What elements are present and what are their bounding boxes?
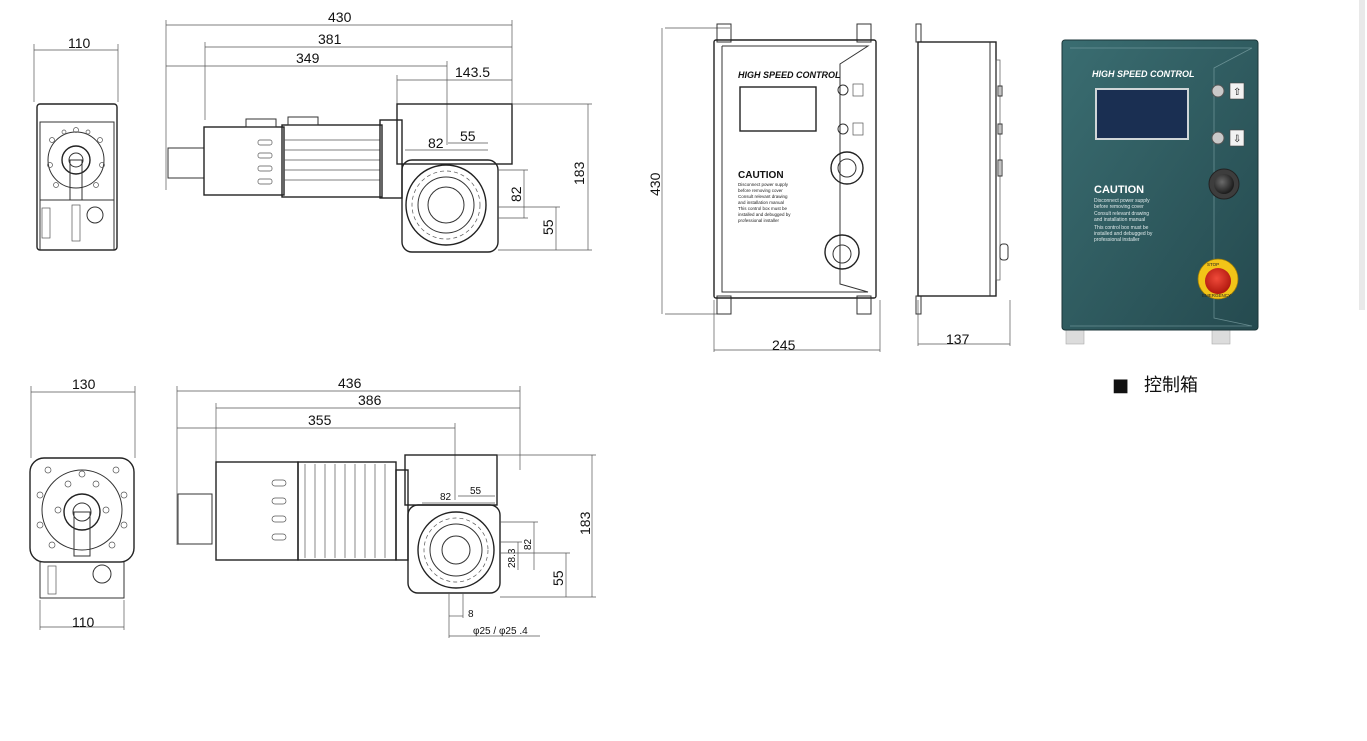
motor2-v82-label: 82	[523, 538, 534, 550]
emergency-label: EMERGENCY	[1202, 293, 1231, 298]
box-drawing-caution-line6: installed and debugged by	[738, 212, 791, 217]
motor1-side-view: 430 381 349 143.5 82	[165, 9, 592, 253]
motor2-front-width-label: 130	[72, 376, 96, 392]
box-photo-caution-line2: before removing cover	[1094, 204, 1144, 210]
box-drawing-caution: CAUTION	[738, 170, 784, 181]
motor2-total-length-label: 436	[338, 375, 362, 391]
motor2-flange-82-label: 82	[440, 492, 452, 503]
box-drawing-title: HIGH SPEED CONTROL	[738, 70, 841, 80]
motor2-side-view: 436 386 355 82 55	[176, 375, 596, 638]
motor1-v55-label: 55	[540, 219, 556, 235]
box-drawing-caution-line5: This control box must be	[738, 206, 788, 211]
box-drawing-caution-line4: and installation manual	[738, 200, 784, 205]
motor1-flange-55-label: 55	[460, 128, 476, 144]
motor1-length-3-label: 349	[296, 50, 320, 66]
motor2-v55-label: 55	[550, 570, 566, 586]
box-drawing-caution-line3: Consult relevant drawing	[738, 194, 788, 199]
box-height-label: 430	[647, 172, 663, 196]
box-drawing-caution-line2: before removing cover	[738, 188, 783, 193]
motor2-shaft-label: φ25 / φ25 .4	[473, 626, 528, 637]
box-drawing-caution-line7: professional installer	[738, 218, 780, 223]
down-arrow-icon: ⇩	[1233, 134, 1241, 145]
motor2-v28-label: 28.3	[507, 548, 518, 568]
box-photo-caution-line7: professional installer	[1094, 237, 1140, 243]
motor2-base-width-label: 110	[72, 614, 95, 630]
up-arrow-icon: ⇧	[1233, 87, 1241, 98]
motor1-front-width-label: 110	[68, 35, 91, 51]
motor2-length-3-label: 355	[308, 412, 332, 428]
box-photo-caution-line4: and installation manual	[1094, 217, 1145, 223]
control-box-front-drawing: 430 HIGH SPEED CONTROL CAUTION Disconnec…	[647, 23, 881, 353]
motor1-v82-label: 82	[508, 186, 524, 202]
box-photo-caution-line1: Disconnect power supply	[1094, 198, 1150, 204]
box-photo-title: HIGH SPEED CONTROL	[1092, 69, 1195, 79]
box-photo-caution-line5: This control box must be	[1094, 225, 1149, 231]
motor1-flange-82-label: 82	[428, 135, 444, 151]
motor2-height-label: 183	[577, 511, 593, 535]
box-width-label: 245	[772, 337, 796, 353]
control-box-side-drawing: 137	[915, 23, 1011, 347]
motor1-gearbox-label: 143.5	[455, 64, 490, 80]
control-box-photo: HIGH SPEED CONTROL ⇧ ⇩ CAUTION Disconnec…	[1061, 39, 1259, 345]
motor1-height-label: 183	[571, 161, 587, 185]
stop-label: STOP	[1207, 262, 1219, 267]
motor2-key-label: 8	[468, 609, 474, 620]
box-photo-caution-line3: Consult relevant drawing	[1094, 211, 1149, 217]
motor2-flange-55-label: 55	[470, 486, 482, 497]
box-drawing-caution-line1: Disconnect power supply	[738, 182, 789, 187]
motor2-front-view: 130 110	[29, 376, 136, 630]
motor1-front-view: 110	[33, 35, 119, 251]
motor1-length-2-label: 381	[318, 31, 342, 47]
caption-marker: ■	[1112, 375, 1129, 396]
control-box-caption: ■ 控制箱	[1112, 375, 1198, 396]
caption-text: 控制箱	[1144, 375, 1198, 396]
motor2-length-2-label: 386	[358, 392, 382, 408]
box-photo-caution: CAUTION	[1094, 184, 1144, 196]
scrollbar[interactable]	[1359, 0, 1365, 310]
box-depth-label: 137	[946, 331, 970, 347]
box-photo-caution-line6: installed and debugged by	[1094, 231, 1153, 237]
motor1-total-length-label: 430	[328, 9, 352, 25]
